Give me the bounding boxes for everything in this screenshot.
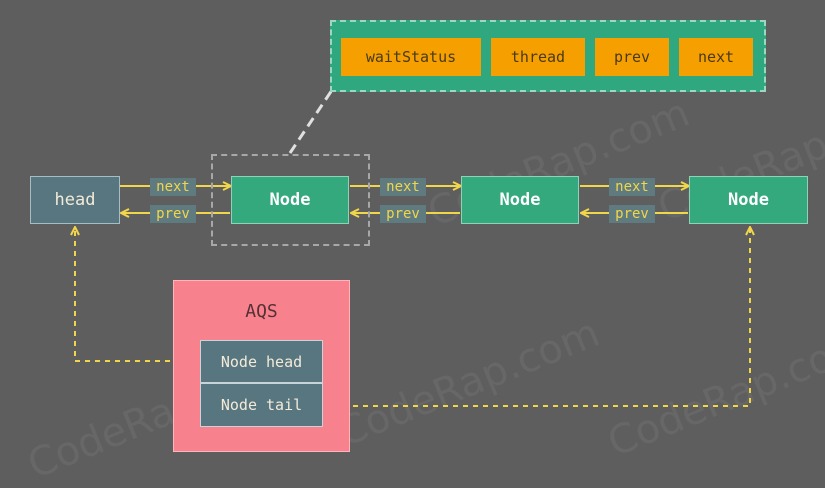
node-2: Node — [461, 176, 579, 224]
prev-label: prev — [380, 205, 426, 223]
field-next: next — [679, 38, 753, 76]
detail-link-line — [288, 89, 334, 154]
next-label: next — [609, 178, 655, 196]
next-label: next — [150, 178, 196, 196]
field-waitstatus: waitStatus — [341, 38, 481, 76]
node-selection-outline — [211, 154, 370, 246]
aqs-field-tail: Node tail — [200, 383, 323, 427]
prev-label: prev — [609, 205, 655, 223]
node-3: Node — [689, 176, 808, 224]
aqs-tail-pointer-line — [323, 228, 750, 407]
field-prev: prev — [595, 38, 669, 76]
next-label: next — [380, 178, 426, 196]
aqs-title: AQS — [245, 301, 278, 322]
prev-label: prev — [150, 205, 196, 223]
field-thread: thread — [491, 38, 585, 76]
head-box: head — [30, 176, 120, 224]
node-1: Node — [231, 176, 349, 224]
aqs-field-head: Node head — [200, 340, 323, 383]
aqs-head-pointer-line — [75, 228, 200, 362]
node-field-panel: waitStatus thread prev next — [330, 20, 766, 92]
